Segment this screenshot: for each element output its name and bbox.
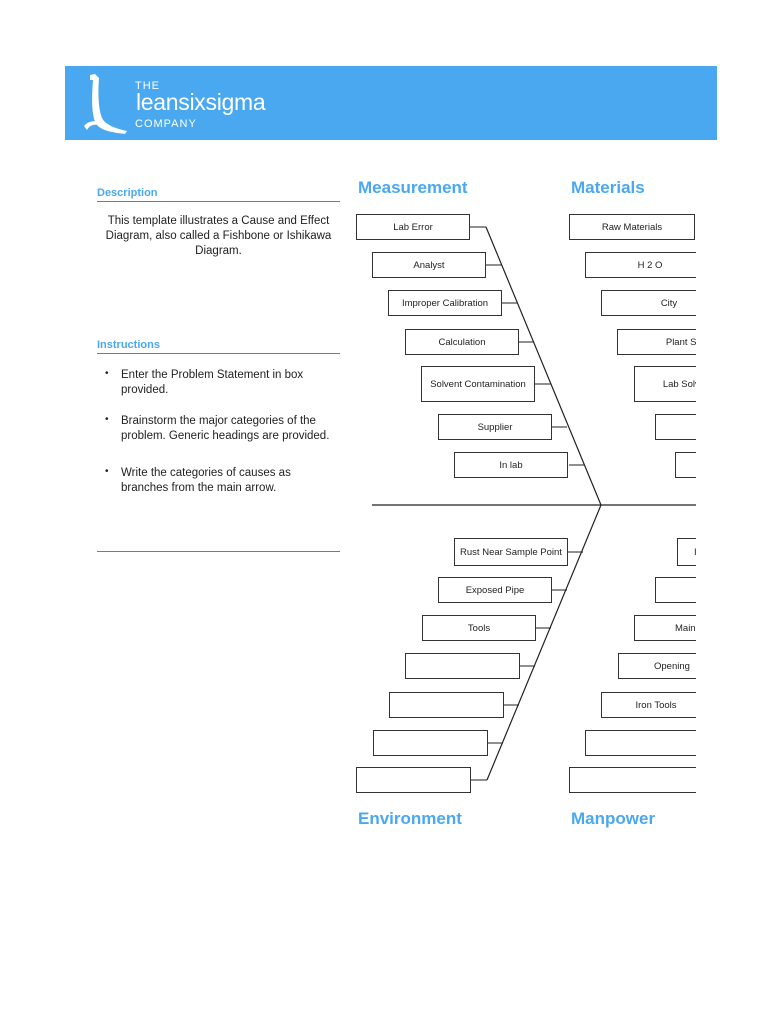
cause-box-manpower: Main [634, 615, 696, 641]
instructions-list: •Enter the Problem Statement in box prov… [97, 368, 340, 496]
cause-box-environment [373, 730, 488, 756]
cause-box-materials [655, 414, 696, 440]
logo-company: COMPANY [135, 118, 197, 130]
cause-box-measurement: Solvent Contamination [421, 366, 535, 402]
cause-box-environment: Rust Near Sample Point [454, 538, 568, 566]
description-text: This template illustrates a Cause and Ef… [105, 215, 332, 257]
description-rule [97, 201, 340, 202]
category-environment: Environment [358, 809, 462, 828]
bullet-icon: • [105, 414, 109, 425]
bullet-icon: • [105, 368, 109, 379]
cause-box-materials: Lab Solvent [634, 366, 696, 402]
measurement-connectors [470, 226, 585, 466]
cause-box-environment: Tools [422, 615, 536, 641]
cause-box-measurement: Lab Error [356, 214, 470, 240]
cause-box-measurement: Analyst [372, 252, 486, 278]
environment-connectors [471, 551, 583, 781]
category-manpower: Manpower [571, 809, 656, 828]
cause-box-materials: City [601, 290, 696, 316]
cause-box-materials [675, 452, 696, 478]
cause-box-manpower [569, 767, 696, 793]
measurement-bone [485, 226, 602, 506]
cause-box-manpower [585, 730, 696, 756]
cause-box-materials: Raw Materials [569, 214, 695, 240]
cause-box-environment [356, 767, 471, 793]
cause-box-environment [389, 692, 504, 718]
environment-bone [486, 504, 602, 781]
cause-box-measurement: Supplier [438, 414, 552, 440]
category-measurement: Measurement [358, 178, 468, 197]
cause-box-measurement: In lab [454, 452, 568, 478]
cause-box-materials: Plant Sys [617, 329, 696, 355]
lean-six-sigma-logo-icon [84, 74, 127, 134]
cause-box-environment: Exposed Pipe [438, 577, 552, 603]
instruction-item: •Brainstorm the major categories of the … [105, 414, 330, 442]
cause-box-manpower: Iron Tools [601, 692, 696, 718]
bullet-icon: • [105, 466, 109, 477]
cause-box-manpower: Opening [618, 653, 696, 679]
cause-box-environment [405, 653, 520, 679]
instructions-rule [97, 353, 340, 354]
header-banner: THE leansixsigma COMPANY [65, 66, 717, 140]
fishbone-lines [372, 226, 696, 781]
logo-name: leansixsigma [136, 89, 266, 115]
cause-box-measurement: Calculation [405, 329, 519, 355]
cause-box-manpower: I [677, 538, 696, 566]
cause-box-measurement: Improper Calibration [388, 290, 502, 316]
logo-the: THE [135, 80, 160, 92]
category-materials: Materials [571, 178, 645, 197]
instructions-heading: Instructions [97, 339, 160, 351]
fishbone-diagram: Lab Error Analyst Improper Calibration C… [350, 200, 696, 810]
instruction-item: •Enter the Problem Statement in box prov… [105, 368, 304, 396]
description-heading: Description [97, 187, 158, 199]
instruction-item: •Write the categories of causes as branc… [105, 466, 291, 494]
cause-box-manpower [655, 577, 696, 603]
cause-box-materials: H 2 O [585, 252, 696, 278]
instructions-end-rule [97, 551, 340, 552]
